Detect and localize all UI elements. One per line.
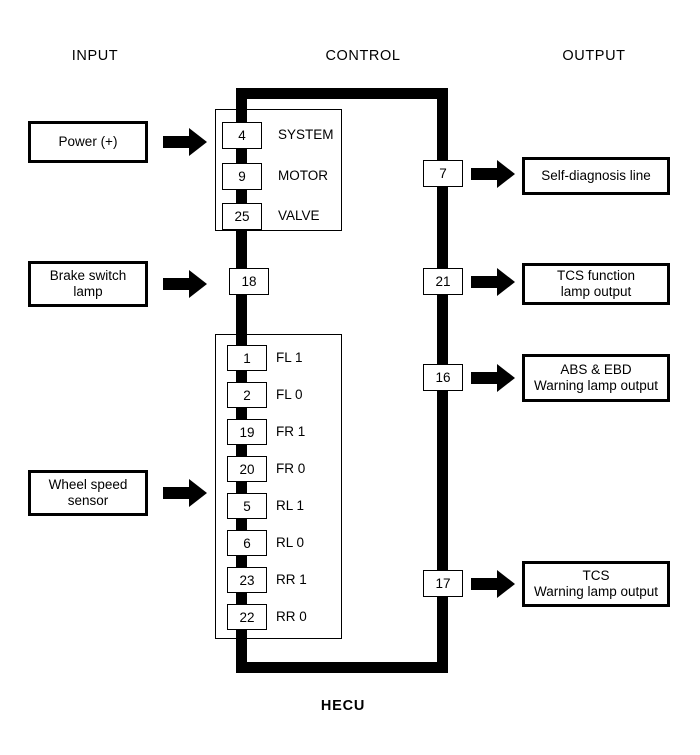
output-box-tcs-function[interactable]: TCS function lamp output [522,263,670,305]
control-group-frame-power [215,109,342,231]
pin-box-2[interactable]: 2 [227,382,267,408]
column-header-output: OUTPUT [562,48,626,64]
pin-label-system: SYSTEM [278,127,334,142]
pin-box-7[interactable]: 7 [423,160,463,187]
input-label-brake-switch-line1: Brake switch [49,268,127,283]
pin-label-fr-0: FR 0 [276,461,306,476]
output-box-self-diagnosis[interactable]: Self-diagnosis line [522,157,670,195]
output-box-tcs-warning[interactable]: TCS Warning lamp output [522,561,670,607]
bus-left-vertical [236,88,247,673]
arrow-output-abs-ebd-icon [471,364,515,392]
pin-label-rr-1: RR 1 [276,572,307,587]
arrow-output-tcs-function-icon [471,268,515,296]
pin-box-5[interactable]: 5 [227,493,267,519]
pin-box-1[interactable]: 1 [227,345,267,371]
arrow-input-power-icon [163,128,207,156]
bus-top-horizontal [236,88,448,99]
input-box-brake-switch[interactable]: Brake switch lamp [28,261,148,307]
hecu-label: HECU [320,698,366,714]
pin-box-21[interactable]: 21 [423,268,463,295]
pin-box-23[interactable]: 23 [227,567,267,593]
arrow-input-brake-switch-icon [163,270,207,298]
pin-label-fl-0: FL 0 [276,387,303,402]
pin-label-fl-1: FL 1 [276,350,303,365]
output-label-tcs-function-line2: lamp output [560,284,632,299]
output-box-abs-ebd[interactable]: ABS & EBD Warning lamp output [522,354,670,402]
pin-box-20[interactable]: 20 [227,456,267,482]
column-header-control: CONTROL [325,48,401,64]
pin-label-fr-1: FR 1 [276,424,306,439]
pin-box-18[interactable]: 18 [229,268,269,295]
arrow-input-wheel-speed-icon [163,479,207,507]
arrow-output-tcs-warning-icon [471,570,515,598]
input-label-power: Power (+) [58,134,118,149]
column-header-input: INPUT [71,48,119,64]
pin-label-rl-1: RL 1 [276,498,305,513]
pin-label-rr-0: RR 0 [276,609,307,624]
output-label-tcs-warning-line2: Warning lamp output [533,584,659,599]
bus-bottom-horizontal [236,662,448,673]
pin-box-19[interactable]: 19 [227,419,267,445]
output-label-tcs-warning-line1: TCS [582,568,610,583]
pin-label-motor: MOTOR [278,168,328,183]
pin-box-6[interactable]: 6 [227,530,267,556]
output-label-abs-ebd-line2: Warning lamp output [533,378,659,393]
input-label-brake-switch-line2: lamp [73,284,103,299]
pin-box-16[interactable]: 16 [423,364,463,391]
pin-box-9[interactable]: 9 [222,163,262,190]
output-label-self-diagnosis-line1: Self-diagnosis line [541,168,651,183]
pin-label-rl-0: RL 0 [276,535,305,550]
pin-box-25[interactable]: 25 [222,203,262,230]
control-group-frame-wheel-speed [215,334,342,639]
pin-box-17[interactable]: 17 [423,570,463,597]
input-label-wheel-speed-line1: Wheel speed [48,477,128,492]
input-box-power[interactable]: Power (+) [28,121,148,163]
pin-label-valve: VALVE [278,208,320,223]
input-box-wheel-speed-sensor[interactable]: Wheel speed sensor [28,470,148,516]
pin-box-4[interactable]: 4 [222,122,262,149]
input-label-wheel-speed-line2: sensor [67,493,109,508]
output-label-tcs-function-line1: TCS function [556,268,636,283]
output-label-abs-ebd-line1: ABS & EBD [560,362,632,377]
arrow-output-self-diagnosis-icon [471,160,515,188]
pin-box-22[interactable]: 22 [227,604,267,630]
